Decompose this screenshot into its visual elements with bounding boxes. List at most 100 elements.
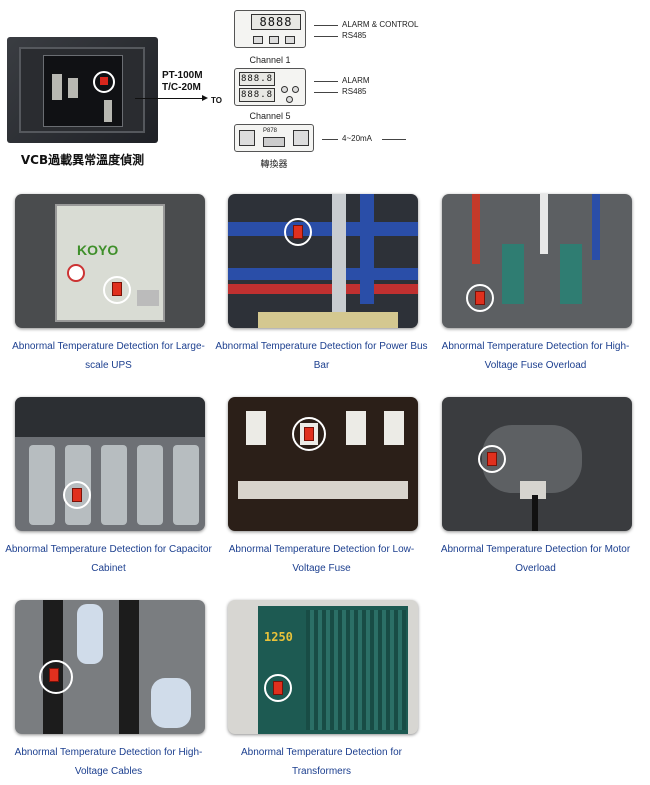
busbar-photo	[228, 194, 418, 328]
gallery-card-busbar: Abnormal Temperature Detection for Power…	[214, 194, 429, 371]
busbar	[228, 268, 418, 280]
sensor-highlight-ring	[478, 445, 506, 473]
to-label: TO	[211, 96, 222, 105]
terminal-block	[238, 481, 408, 499]
ups-brand-text: KOYO	[77, 242, 119, 258]
caption-motor[interactable]: Abnormal Temperature Detection for Motor…	[440, 544, 631, 574]
capacitor	[173, 445, 199, 525]
capacitor	[29, 445, 55, 525]
converter-output-label: 4~20mA	[342, 134, 373, 143]
converter-indicator	[263, 137, 285, 147]
caption-transformer[interactable]: Abnormal Temperature Detection for Trans…	[240, 747, 402, 777]
temperature-sensor	[293, 225, 303, 239]
gallery-card-transformer: 1250 Abnormal Temperature Detection for …	[214, 600, 429, 777]
channel1-display: 8888	[251, 14, 301, 30]
caption-ups[interactable]: Abnormal Temperature Detection for Large…	[12, 341, 205, 371]
sensor-highlight-ring	[103, 276, 131, 304]
channel1-button	[253, 36, 263, 44]
fuse-insulator	[502, 244, 524, 304]
vcb-knob	[52, 74, 62, 100]
sensor-highlight-ring	[466, 284, 494, 312]
fuse-insulator	[560, 244, 582, 304]
channel5-display-top: 888.8	[239, 72, 275, 86]
gallery-card-capacitor: Abnormal Temperature Detection for Capac…	[1, 397, 216, 574]
motor-photo	[442, 397, 632, 531]
temperature-sensor	[49, 668, 59, 682]
gallery-card-lv-fuse: Abnormal Temperature Detection for Low-V…	[214, 397, 429, 574]
channel5-rs485-label: RS485	[342, 87, 367, 96]
channel5-label: Channel 5	[249, 111, 291, 121]
gallery-card-motor: Abnormal Temperature Detection for Motor…	[428, 397, 643, 574]
transformer-fins	[306, 610, 406, 730]
caption-lv-fuse[interactable]: Abnormal Temperature Detection for Low-V…	[228, 544, 415, 574]
temperature-sensor	[273, 681, 283, 695]
cable	[592, 194, 600, 260]
leader-line	[322, 139, 338, 140]
temperature-sensor	[72, 488, 82, 502]
leader-line	[314, 92, 338, 93]
channel1-alarm-label: ALARM & CONTROL	[342, 20, 419, 29]
caption-busbar[interactable]: Abnormal Temperature Detection for Power…	[215, 341, 428, 371]
vcb-breaker-panel	[43, 55, 123, 127]
capacitor	[101, 445, 127, 525]
leader-line	[314, 36, 338, 37]
temperature-sensor	[475, 291, 485, 305]
busbar	[228, 222, 418, 236]
channel5-controller: 888.8 888.8	[234, 68, 306, 106]
ups-panel	[137, 290, 159, 306]
fuse-holder	[346, 411, 366, 445]
caption-hv-cables[interactable]: Abnormal Temperature Detection for High-…	[14, 747, 203, 777]
insulator	[258, 312, 398, 328]
temperature-sensor	[304, 427, 314, 441]
leader-line	[314, 25, 338, 26]
fuse-holder	[246, 411, 266, 445]
vcb-photo	[7, 37, 158, 143]
caption-hv-fuse[interactable]: Abnormal Temperature Detection for High-…	[441, 341, 630, 371]
vcb-cabinet	[19, 47, 145, 133]
converter-terminal	[293, 130, 309, 146]
converter-terminal	[239, 130, 255, 146]
channel5-button	[286, 96, 293, 103]
channel5-alarm-label: ALARM	[342, 76, 370, 85]
transformer-photo: 1250	[228, 600, 418, 734]
channel1-rs485-label: RS485	[342, 31, 367, 40]
fuse-holder	[384, 411, 404, 445]
vcb-caption: VCB過載異常溫度偵測	[20, 153, 145, 167]
wiring	[15, 397, 205, 437]
channel1-button	[285, 36, 295, 44]
vcb-knob	[68, 78, 78, 98]
converter-device: P878	[234, 124, 314, 152]
gallery-card-ups: KOYO Abnormal Temperature Detection for …	[1, 194, 216, 371]
transformer-rating-label: 1250	[264, 630, 293, 644]
channel5-button	[292, 86, 299, 93]
channel1-controller: 8888	[234, 10, 306, 48]
insulator	[151, 678, 191, 728]
pt-line-1: PT-100M	[162, 70, 203, 81]
channel5-button	[281, 86, 288, 93]
temperature-sensor	[487, 452, 497, 466]
busbar	[332, 194, 346, 314]
sensor-highlight-ring	[284, 218, 312, 246]
cable	[540, 194, 548, 254]
busbar	[228, 284, 418, 294]
converter-model: P878	[263, 128, 278, 134]
capacitor-photo	[15, 397, 205, 531]
cable	[472, 194, 480, 264]
caption-capacitor[interactable]: Abnormal Temperature Detection for Capac…	[5, 544, 212, 574]
channel1-button	[269, 36, 279, 44]
sensor-highlight-ring	[93, 71, 115, 93]
ups-photo: KOYO	[15, 194, 205, 328]
hv-fuse-photo	[442, 194, 632, 328]
leader-line	[382, 139, 406, 140]
leader-line	[314, 81, 338, 82]
temperature-sensor	[112, 282, 122, 296]
to-arrow	[135, 95, 208, 101]
busbar	[360, 194, 374, 304]
warning-sign	[67, 264, 85, 282]
sensor-type-label: PT-100M T/C-20M	[162, 70, 203, 94]
channel1-label: Channel 1	[249, 55, 291, 65]
channel5-display-bottom: 888.8	[239, 88, 275, 102]
motor-base	[520, 481, 546, 499]
lv-fuse-photo	[228, 397, 418, 531]
temperature-sensor	[100, 77, 108, 85]
